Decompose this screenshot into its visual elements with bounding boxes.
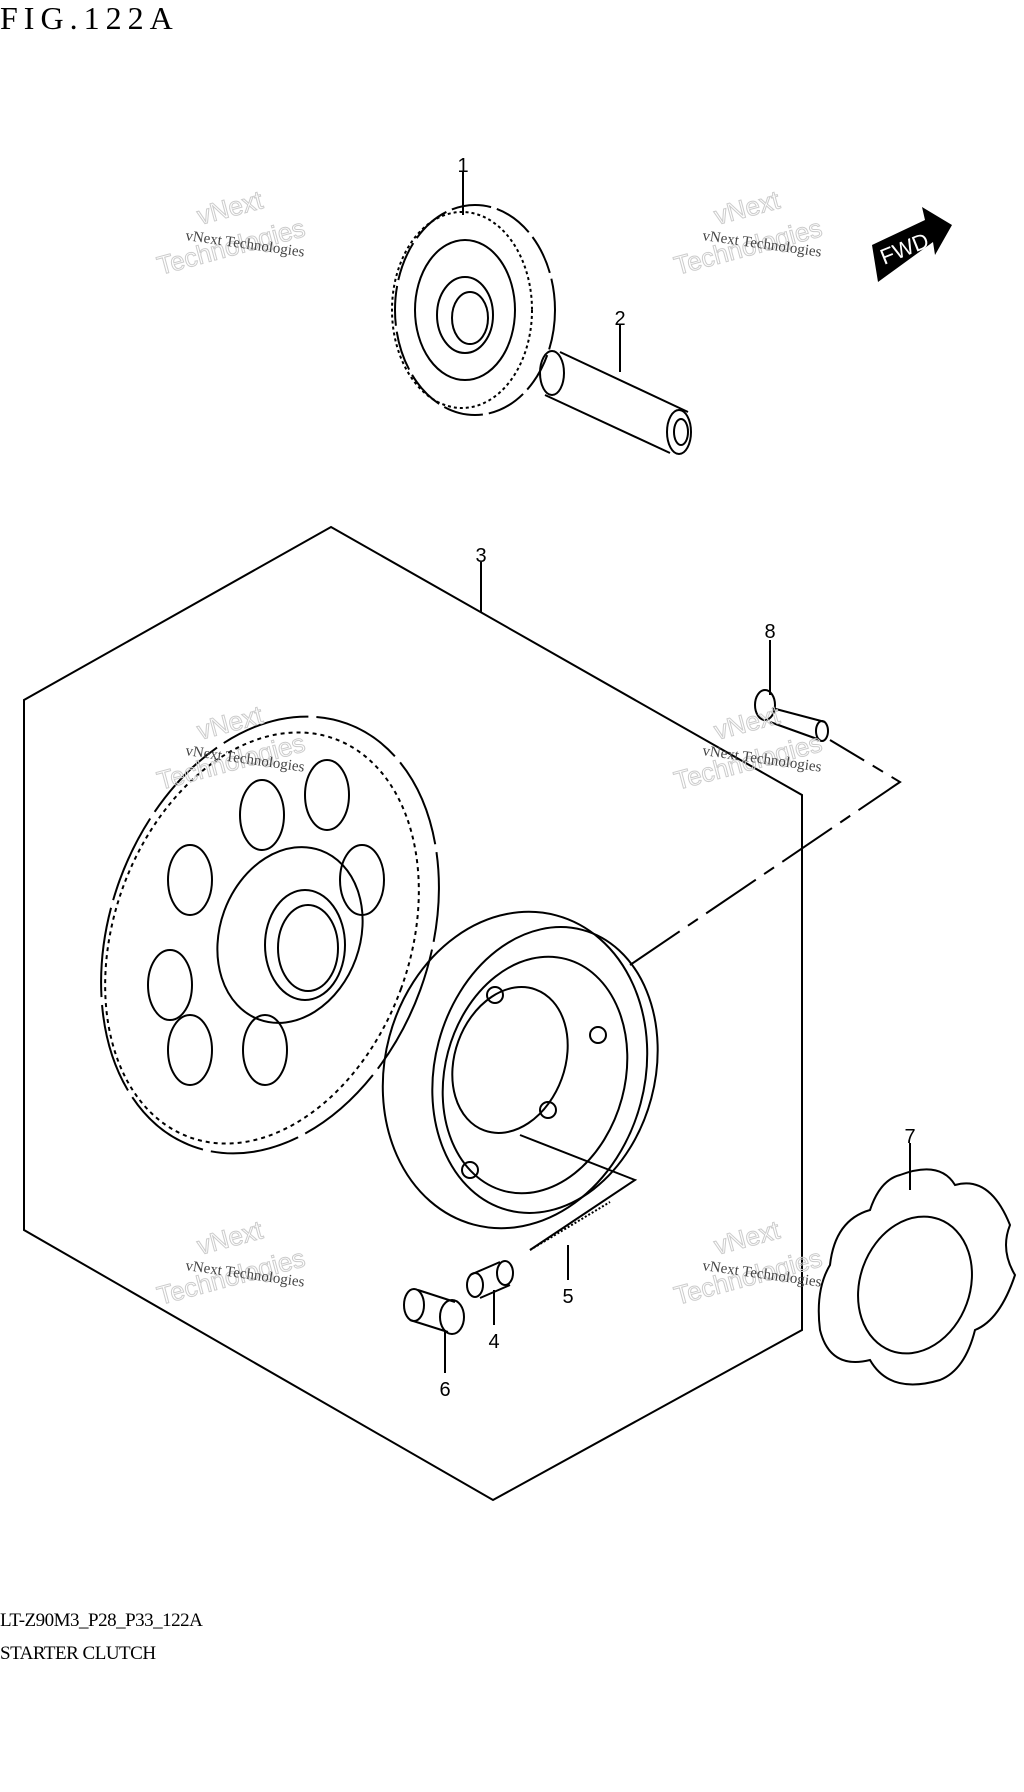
- watermark: vNext Technologies vNext Technologies: [153, 184, 308, 281]
- watermark: vNext Technologies vNext Technologies: [153, 1214, 308, 1311]
- ref-3: 3: [475, 545, 486, 567]
- watermark: vNext Technologies vNext Technologies: [153, 699, 308, 796]
- part-3-starter-gear[interactable]: [43, 669, 498, 1201]
- ref-6: 6: [439, 1379, 450, 1401]
- part-4-roller[interactable]: [466, 1260, 514, 1299]
- part-1-gear[interactable]: [391, 204, 556, 416]
- part-8-bolt[interactable]: [754, 689, 829, 742]
- ref-7: 7: [904, 1126, 915, 1148]
- part-5-spring[interactable]: [529, 1201, 611, 1251]
- part-2-pin[interactable]: [539, 350, 692, 455]
- part-6-roller[interactable]: [403, 1288, 465, 1335]
- fwd-arrow-badge: FWD: [872, 207, 952, 282]
- ref-4: 4: [488, 1331, 499, 1353]
- ref-1: 1: [457, 155, 468, 177]
- section-title: STARTER CLUTCH: [0, 1643, 156, 1664]
- part-3-clutch-housing[interactable]: [348, 882, 689, 1258]
- ref-5: 5: [562, 1286, 573, 1308]
- model-code: LT-Z90M3_P28_P33_122A: [0, 1610, 203, 1631]
- assembly-outline: [23, 525, 803, 1502]
- leader-lines: [444, 172, 911, 1373]
- watermark: vNext Technologies vNext Technologies: [670, 184, 825, 281]
- part-7-lock-plate[interactable]: [817, 1168, 1017, 1386]
- ref-2: 2: [614, 308, 625, 330]
- ref-8: 8: [764, 621, 775, 643]
- watermark: vNext Technologies vNext Technologies: [670, 699, 825, 796]
- figure-title: FIG.122A: [0, 0, 179, 36]
